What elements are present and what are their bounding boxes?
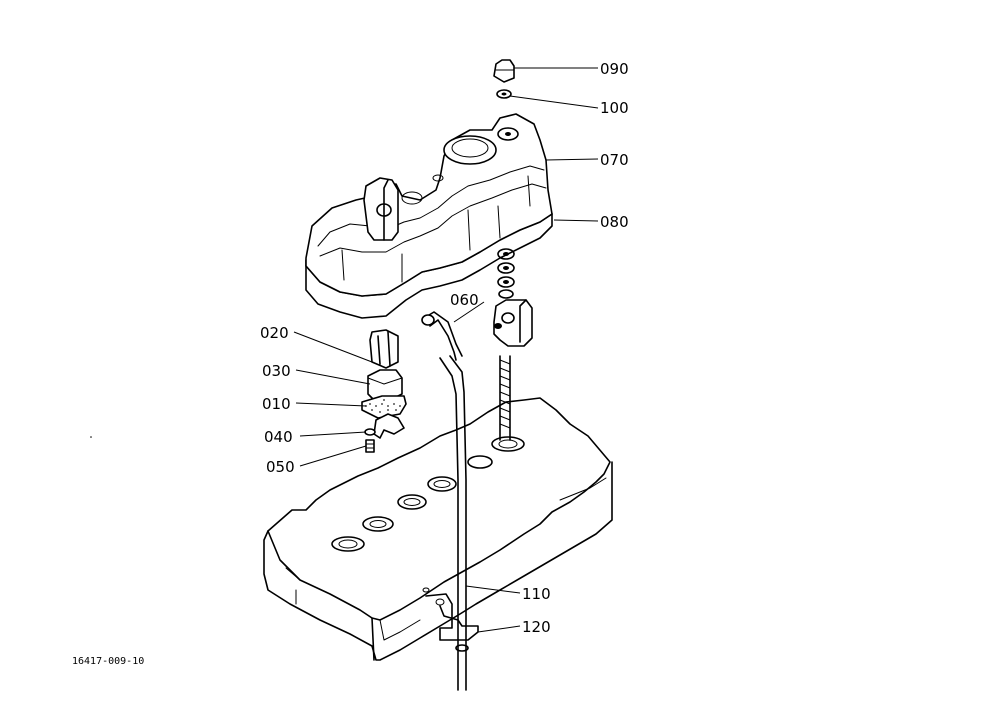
stud-bolt: [499, 355, 511, 441]
tube-clamp: [425, 593, 479, 641]
label-020: 020: [260, 324, 289, 342]
label-060: 060: [450, 291, 479, 309]
breather-assembly: [361, 329, 407, 453]
label-040: 040: [264, 428, 293, 446]
margin-dot: [90, 436, 92, 438]
label-110: 110: [522, 585, 551, 603]
document-code: 16417-009-10: [72, 656, 144, 667]
label-080: 080: [600, 213, 629, 231]
stud-washers: [497, 248, 515, 299]
label-010: 010: [262, 395, 291, 413]
label-030: 030: [262, 362, 291, 380]
part-labels: 090 100 070 080 060 020 030 010 040 050 …: [260, 60, 629, 636]
label-070: 070: [600, 151, 629, 169]
leader-lines: [293, 67, 599, 633]
cylinder-head-block: [263, 397, 613, 661]
breather-tube: [421, 311, 463, 361]
head-cover: [305, 113, 553, 297]
washer-100: [496, 89, 512, 99]
label-090: 090: [600, 60, 629, 78]
cap-nut-090: [493, 59, 515, 83]
rocker-bracket: [493, 299, 533, 347]
label-100: 100: [600, 99, 629, 117]
label-120: 120: [522, 618, 551, 636]
label-050: 050: [266, 458, 295, 476]
